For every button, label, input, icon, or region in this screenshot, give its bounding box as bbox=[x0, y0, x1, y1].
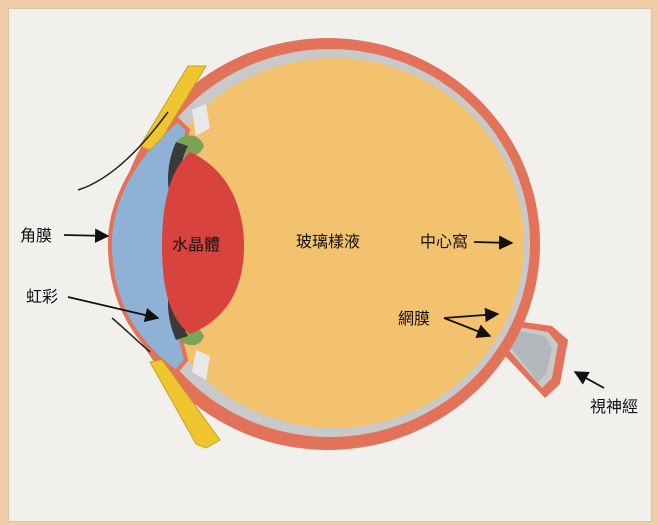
label-retina: 網膜 bbox=[398, 309, 430, 328]
label-lens: 水晶體 bbox=[172, 235, 220, 254]
label-optic-nerve: 視神經 bbox=[590, 397, 638, 416]
fovea-arrow bbox=[474, 242, 512, 243]
label-vitreous: 玻璃樣液 bbox=[296, 232, 360, 251]
optic-nerve-arrow bbox=[575, 372, 604, 388]
label-fovea: 中心窩 bbox=[420, 232, 468, 251]
label-iris: 虹彩 bbox=[26, 287, 58, 306]
cornea-arrow bbox=[64, 235, 108, 236]
label-cornea: 角膜 bbox=[20, 226, 52, 245]
